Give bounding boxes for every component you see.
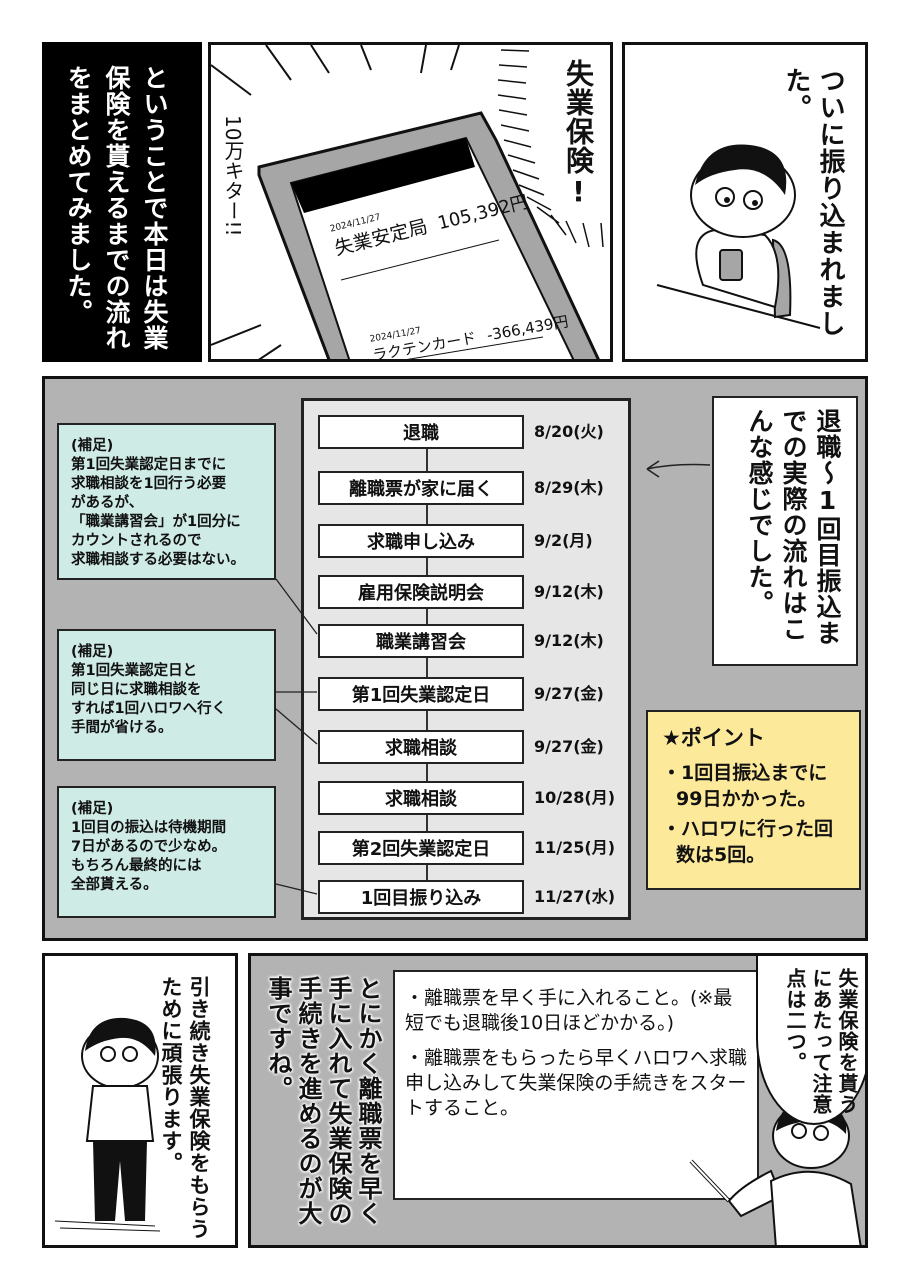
phone-panel: 10万キター!! 失業保険! 2024/11/27 失業安定局 105,392円… — [208, 42, 613, 362]
intro-narration: ということで本日は失業保険を貰えるまでの流れをまとめてみました。 — [64, 65, 169, 351]
exclaim-10man: 10万キター!! — [221, 115, 245, 237]
note-line: すれば1回ハロワへ行く — [71, 701, 227, 717]
timeline-step: 求職相談 — [318, 730, 524, 764]
note-line: (補足) — [71, 644, 114, 660]
received-caption: ついに振り込まれました。 — [781, 67, 845, 337]
timeline-step: 求職相談 — [318, 781, 524, 815]
point-item: ・1回目振込までに99日かかった。 — [662, 762, 828, 810]
speech-bubble-text: 失業保険を貰うにあたって注意点は二つ。 — [783, 968, 859, 1115]
tip-1: ・離職票を早く手に入れること。(※最短でも退職後10日ほどかかる。) — [405, 987, 733, 1034]
tip-2: ・離職票をもらったら早くハロワへ求職申し込みして失業保険の手続きをスタートするこ… — [405, 1047, 748, 1119]
note-connector-lines — [275, 460, 711, 895]
note-line: 1回目の振込は待機期間 — [71, 820, 227, 836]
tips-panel: とにかく離職票を早く手に入れて失業保険の手続きを進めるのが大事ですね。 ・離職票… — [248, 953, 868, 1248]
determination-caption: 引き続き失業保険をもらうために頑張ります。 — [159, 976, 211, 1240]
timeline-date: 9/12(木) — [534, 582, 604, 601]
timeline-date: 9/2(月) — [534, 531, 593, 550]
exclaim-unemployment-insurance: 失業保険! — [562, 59, 595, 209]
timeline-step: 退職 — [318, 415, 524, 449]
tips-narration: とにかく離職票を早く手に入れて失業保険の手続きを進めるのが大事ですね。 — [264, 976, 382, 1226]
speech-bubble: 失業保険を貰うにあたって注意点は二つ。 — [756, 956, 865, 1125]
timeline-date: 11/25(月) — [534, 838, 616, 857]
note-line: カウントされるので — [71, 533, 202, 549]
arrow-left-icon — [646, 460, 711, 478]
timeline-date: 9/27(金) — [534, 737, 604, 756]
timeline-connector — [426, 431, 428, 901]
timeline-date: 9/27(金) — [534, 684, 604, 703]
speed-lines-and-phone-illustration — [211, 45, 604, 359]
note-line: 求職相談する必要はない。 — [71, 552, 245, 568]
character-with-phone-illustration — [656, 144, 821, 329]
timeline-box: 退職 8/20(火) 離職票が家に届く 8/29(木) 求職申し込み 9/2(月… — [301, 398, 631, 920]
note-line: 求職相談を1回行う必要 — [71, 476, 227, 492]
note-line: 7日があるので少なめ。 — [71, 839, 227, 855]
timeline-step: 雇用保険説明会 — [318, 575, 524, 609]
note-line: 第1回失業認定日と — [71, 663, 198, 679]
timeline-date: 8/29(木) — [534, 478, 604, 497]
point-title: ★ポイント — [662, 726, 765, 750]
note-box-2: (補足) 第1回失業認定日と 同じ日に求職相談を すれば1回ハロワへ行く 手間が… — [57, 629, 276, 761]
timeline-step: 求職申し込み — [318, 524, 524, 558]
note-line: 「職業講習会」が1回分に — [71, 514, 241, 530]
note-line: 全部貰える。 — [71, 877, 158, 893]
character-fist-pump-illustration — [54, 1017, 161, 1232]
timeline-date: 10/28(月) — [534, 788, 616, 807]
note-line: 手間が省ける。 — [71, 720, 173, 736]
note-line: 第1回失業認定日までに — [71, 457, 227, 473]
note-box-3: (補足) 1回目の振込は待機期間 7日があるので少なめ。 もちろん最終的には 全… — [57, 786, 276, 918]
tips-board: ・離職票を早く手に入れること。(※最短でも退職後10日ほどかかる。) ・離職票を… — [393, 970, 759, 1200]
character-panel-received: ついに振り込まれました。 — [622, 42, 868, 362]
timeline-date: 8/20(火) — [534, 422, 604, 441]
timeline-step: 離職票が家に届く — [318, 471, 524, 505]
note-line: があるが、 — [71, 495, 144, 511]
timeline-step: 1回目振り込み — [318, 880, 524, 914]
note-line: 同じ日に求職相談を — [71, 682, 202, 698]
timeline-panel: 退職 8/20(火) 離職票が家に届く 8/29(木) 求職申し込み 9/2(月… — [42, 376, 868, 941]
timeline-step: 職業講習会 — [318, 624, 524, 658]
point-box: ★ポイント ・1回目振込までに99日かかった。 ・ハロワに行った回数は5回。 — [646, 710, 861, 890]
narration-panel-intro: ということで本日は失業保険を貰えるまでの流れをまとめてみました。 — [42, 42, 202, 362]
note-line: (補足) — [71, 438, 114, 454]
timeline-narration-box: 退職〜1回目振込までの実際の流れはこんな感じでした。 — [712, 396, 858, 666]
note-line: (補足) — [71, 801, 114, 817]
note-line: もちろん最終的には — [71, 858, 202, 874]
timeline-narration: 退職〜1回目振込までの実際の流れはこんな感じでした。 — [745, 408, 842, 646]
timeline-step: 第1回失業認定日 — [318, 677, 524, 711]
timeline-date: 9/12(木) — [534, 631, 604, 650]
timeline-date: 11/27(水) — [534, 887, 616, 906]
note-box-1: (補足) 第1回失業認定日までに 求職相談を1回行う必要 があるが、 「職業講習… — [57, 423, 276, 580]
point-item: ・ハロワに行った回数は5回。 — [662, 818, 834, 866]
timeline-step: 第2回失業認定日 — [318, 831, 524, 865]
character-panel-determination: 引き続き失業保険をもらうために頑張ります。 — [42, 953, 238, 1248]
